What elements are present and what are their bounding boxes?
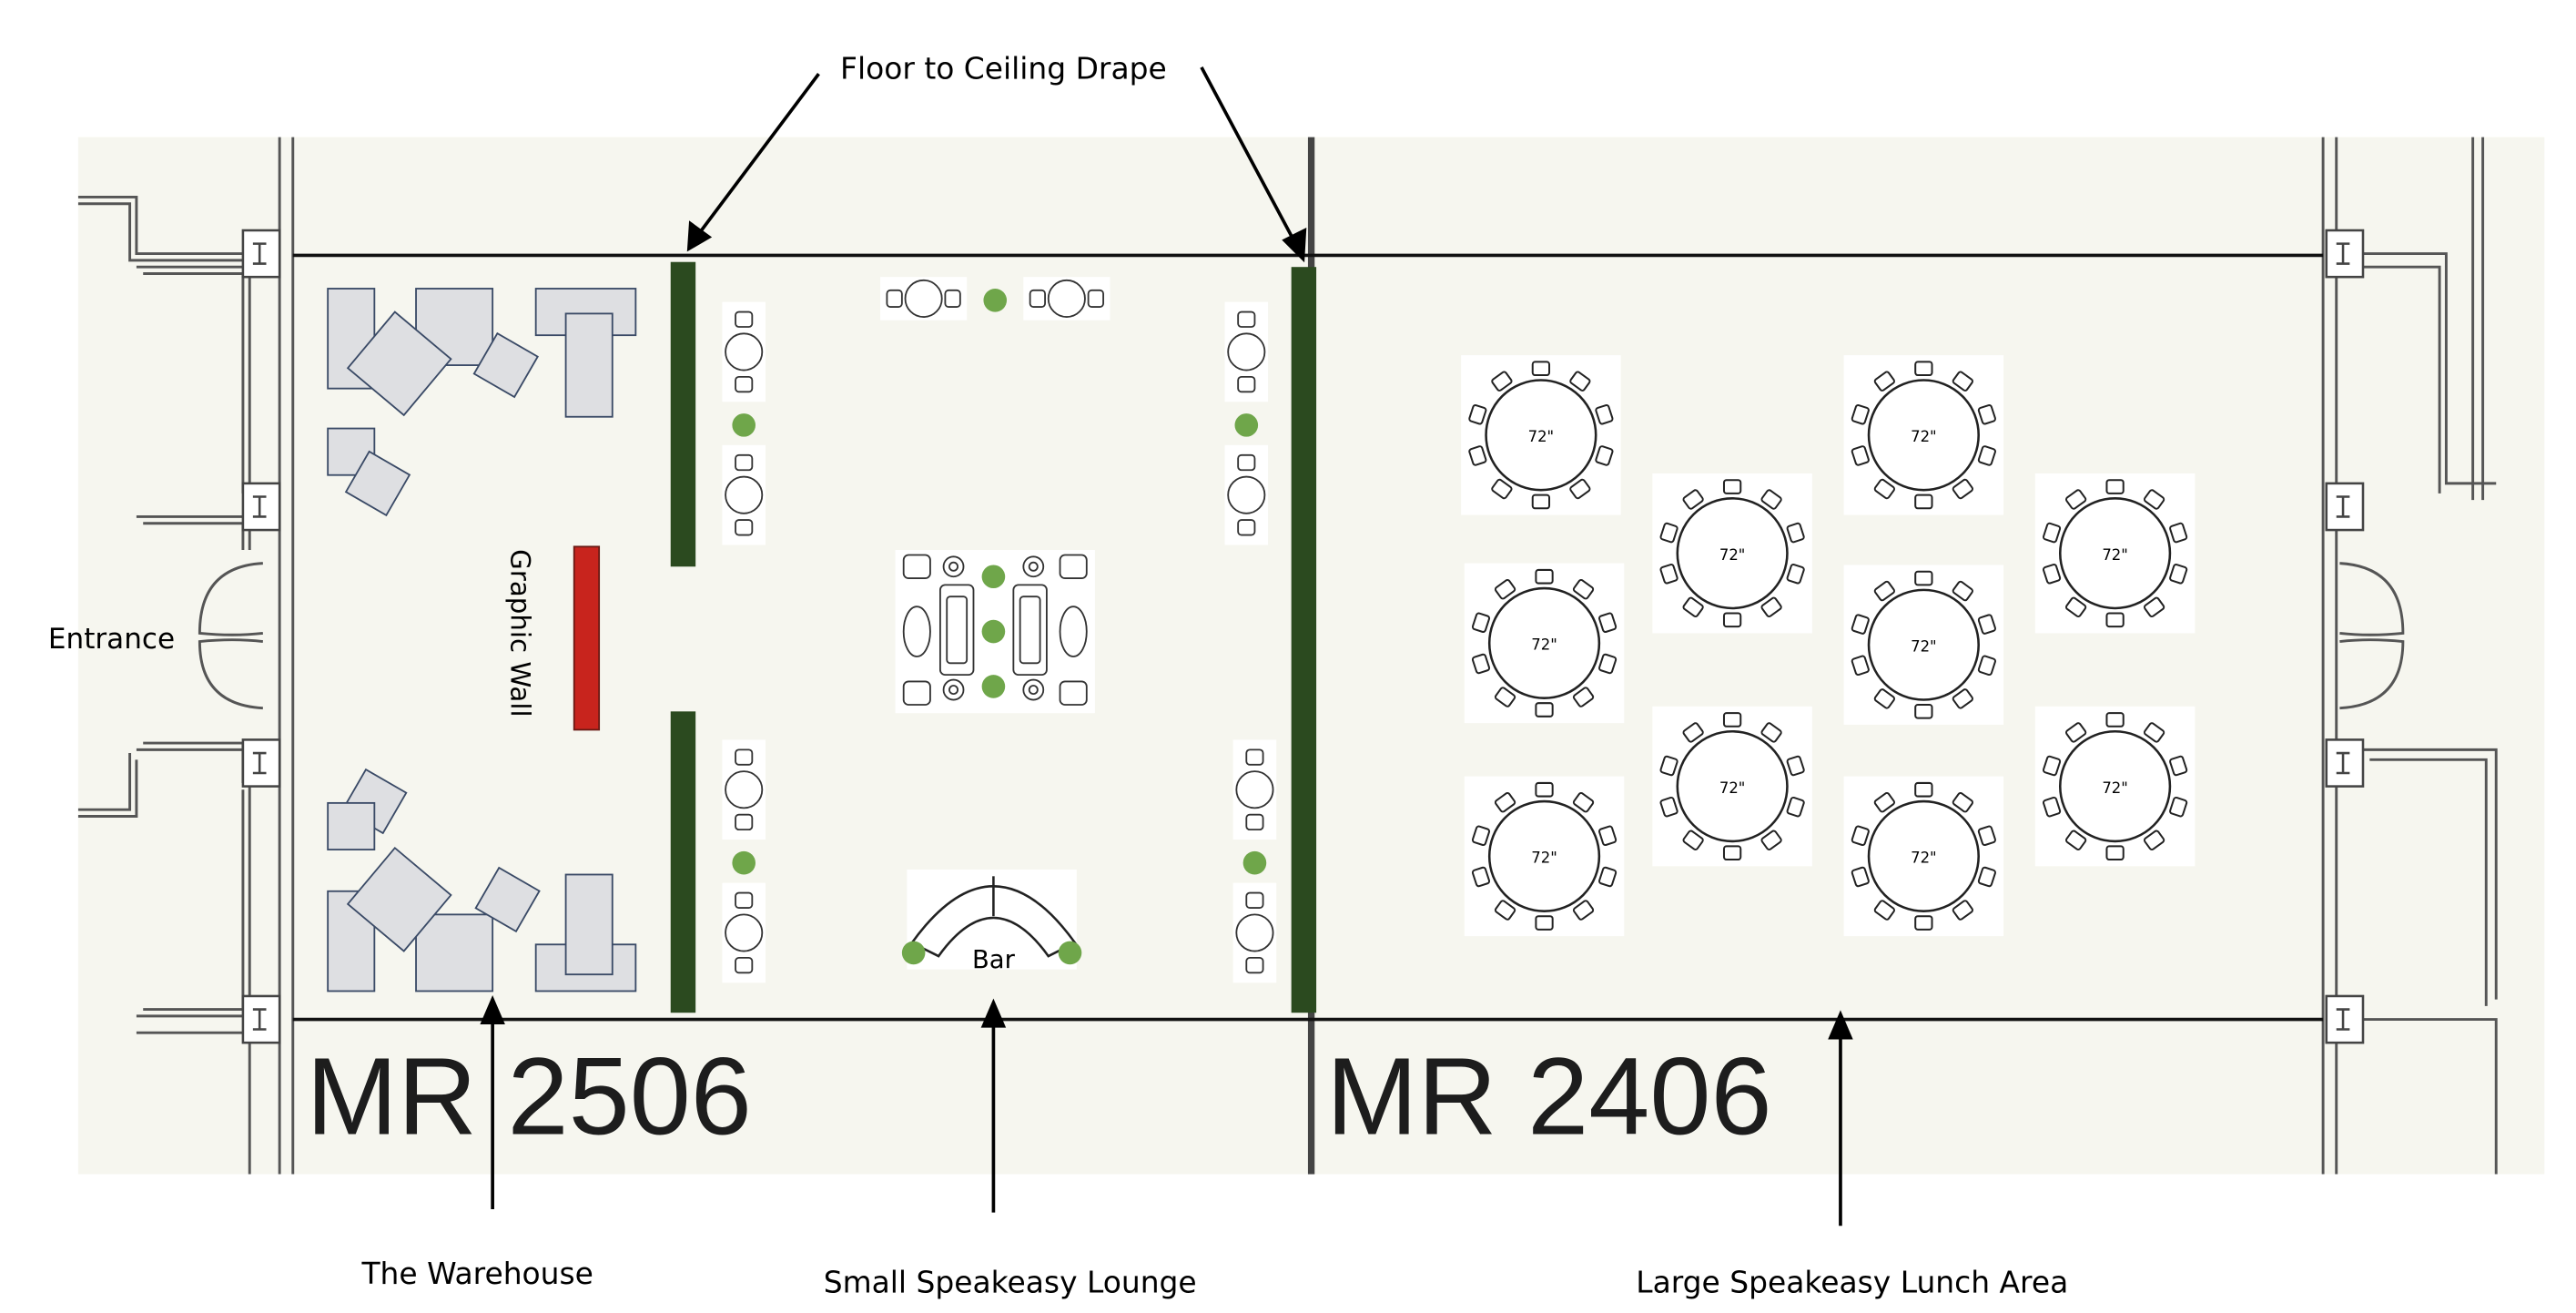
bistro-table <box>1232 881 1278 984</box>
entrance-label: Entrance <box>48 623 175 656</box>
callout-arrows <box>480 66 1853 1226</box>
drape-label: Floor to Ceiling Drape <box>840 51 1167 87</box>
round-table: 72" <box>2033 705 2196 868</box>
svg-text:72": 72" <box>1531 636 1557 654</box>
warehouse-furniture <box>327 288 637 992</box>
svg-text:72": 72" <box>2102 546 2127 564</box>
plants <box>732 288 1267 965</box>
bistro-table <box>1223 443 1269 546</box>
plant <box>732 413 756 437</box>
round-table: 72" <box>1842 564 2005 727</box>
round-table: 72" <box>1842 775 2005 938</box>
small-lounge-label: Small Speakeasy Lounge <box>824 1264 1197 1299</box>
drape-right <box>1291 267 1317 1013</box>
bar-counter <box>907 870 1077 970</box>
round-table: 72" <box>1463 562 1626 725</box>
graphic-wall <box>573 545 601 731</box>
column-brackets-right <box>2325 229 2365 1044</box>
plant <box>981 565 1006 589</box>
column-brackets-left <box>241 229 281 1044</box>
bistro-table <box>721 300 766 403</box>
bistro-table <box>1022 276 1111 321</box>
plant <box>1234 413 1259 437</box>
round-table: 72" <box>1651 705 1814 868</box>
round-table: 72" <box>1651 472 1814 635</box>
bistro-table <box>721 738 766 841</box>
round-table: 72" <box>2033 472 2196 635</box>
bar-label: Bar <box>972 946 1016 974</box>
round-table: 72" <box>1459 353 1622 516</box>
graphic-wall-label: Graphic Wall <box>504 549 535 717</box>
bistro-table <box>1223 300 1269 403</box>
svg-text:72": 72" <box>1911 638 1936 656</box>
large-area-label: Large Speakeasy Lunch Area <box>1636 1264 2068 1299</box>
room-number-left: MR 2506 <box>306 1035 752 1158</box>
room-number-right: MR 2406 <box>1326 1035 1772 1158</box>
svg-text:72": 72" <box>1531 850 1557 867</box>
plant <box>981 675 1006 698</box>
bistro-table <box>1232 738 1278 841</box>
round-table: 72" <box>1463 775 1626 938</box>
svg-text:72": 72" <box>1719 779 1745 797</box>
svg-text:72": 72" <box>1719 546 1745 564</box>
plant <box>983 288 1008 312</box>
drape-left-upper <box>670 261 696 567</box>
svg-text:72": 72" <box>1911 428 1936 445</box>
plant <box>981 619 1006 644</box>
entrance-doors <box>198 562 264 710</box>
drape-left-lower <box>670 711 696 1013</box>
plant <box>901 941 926 965</box>
plant <box>1058 941 1082 965</box>
plant <box>732 850 756 875</box>
svg-text:72": 72" <box>1528 428 1554 445</box>
round-table: 72" <box>1842 353 2005 516</box>
bistro-table <box>721 443 766 546</box>
svg-text:72": 72" <box>2102 779 2127 797</box>
bistro-table <box>879 276 969 321</box>
bistro-table <box>721 881 766 984</box>
plant <box>1242 850 1267 875</box>
svg-text:72": 72" <box>1911 850 1936 867</box>
warehouse-label: The Warehouse <box>360 1256 593 1291</box>
